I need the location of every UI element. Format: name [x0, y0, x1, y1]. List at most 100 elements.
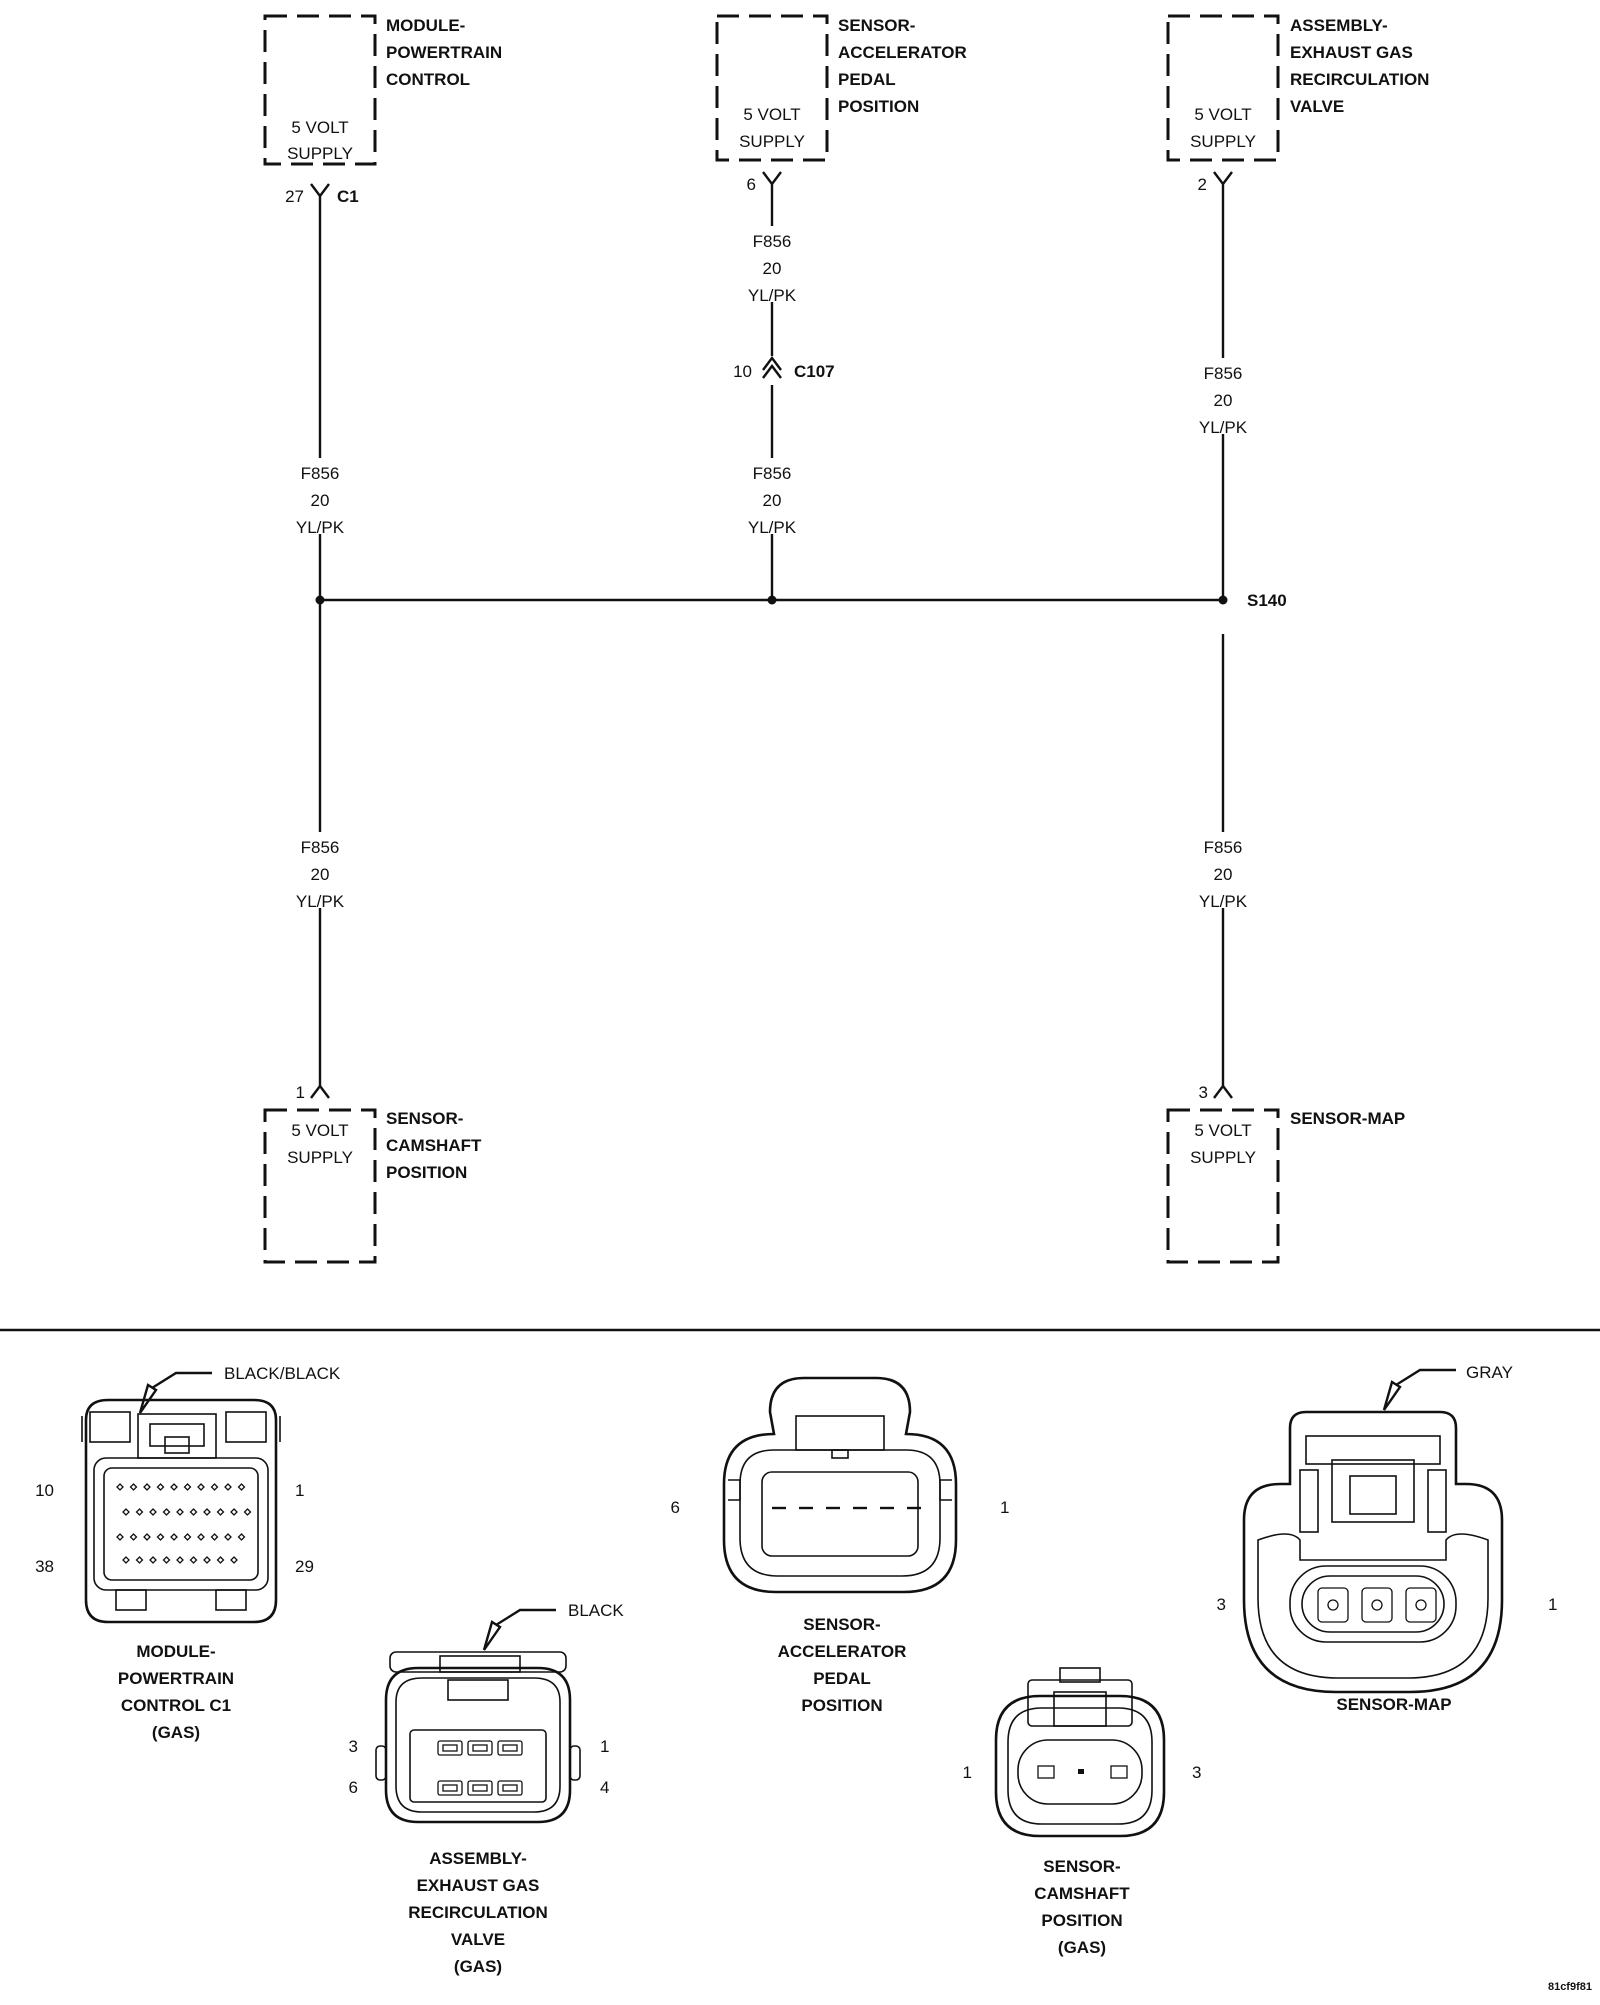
splice-dot	[1218, 595, 1228, 605]
wire-gauge: 20	[1214, 391, 1233, 410]
map-pin-label: 1	[1548, 1595, 1557, 1614]
wire-label: F856 20 YL/PK	[1199, 364, 1248, 437]
cmp-latch	[1027, 1679, 1133, 1727]
map-cavity-inner	[1301, 1575, 1445, 1633]
cmp-pin-label: 1	[963, 1763, 972, 1782]
map-pin-number: 3	[1199, 1083, 1208, 1102]
map-cavity	[1289, 1565, 1457, 1643]
pcm-connector-name: C1	[337, 187, 359, 206]
egr-pin-label: 4	[600, 1778, 609, 1797]
egr-pin-grid	[437, 1740, 523, 1796]
component-pcm: MODULE- POWERTRAIN CONTROL 5 VOLT SUPPLY…	[263, 14, 502, 206]
app-name-line: SENSOR-	[838, 16, 915, 35]
pcm-pin-grid	[116, 1483, 252, 1564]
component-egr: ASSEMBLY- EXHAUST GAS RECIRCULATION VALV…	[1166, 14, 1429, 194]
cmp-caption-line: POSITION	[1041, 1911, 1122, 1930]
pcm-housing-color: BLACK/BLACK	[224, 1364, 341, 1383]
pcm-caption-line: CONTROL C1	[121, 1696, 231, 1715]
app-name-line: ACCELERATOR	[838, 43, 967, 62]
cmp-name-line: SENSOR-	[386, 1109, 463, 1128]
pcm-pin-cavity	[129, 1483, 138, 1491]
egr-latch-body	[447, 1679, 509, 1701]
map-pin-label: 3	[1217, 1595, 1226, 1614]
pcm-pin-cavity	[170, 1533, 178, 1541]
pcm-pin-cavity	[122, 1556, 130, 1564]
egr-caption-line: EXHAUST GAS	[417, 1876, 540, 1895]
map-color-arrow-icon	[1382, 1380, 1402, 1411]
egr-name-line: ASSEMBLY-	[1290, 16, 1388, 35]
pcm-pin-cavity	[116, 1533, 124, 1541]
pcm-pin-label: 1	[295, 1481, 304, 1500]
pcm-pin-cavity	[230, 1556, 238, 1564]
wire-gauge: 20	[311, 865, 330, 884]
wire-color: YL/PK	[748, 286, 797, 305]
pcm-pin-cavity	[170, 1483, 178, 1491]
pcm-pin-cavity	[216, 1556, 225, 1564]
pcm-pin-cavity	[237, 1533, 246, 1541]
pcm-color-leader	[151, 1371, 212, 1390]
cmp-supply-line: SUPPLY	[287, 1148, 353, 1167]
app-female-terminal-icon	[762, 171, 782, 192]
egr-pin-cavity	[502, 1784, 518, 1792]
pcm-pin-cavity	[176, 1556, 184, 1564]
app-caption-line: SENSOR-	[803, 1615, 880, 1634]
egr-color-arrow-icon	[482, 1620, 502, 1651]
app-housing-inner	[739, 1449, 941, 1577]
wire-color: YL/PK	[296, 518, 345, 537]
map-caption-line: SENSOR-MAP	[1336, 1695, 1451, 1714]
app-latch-tab	[831, 1449, 849, 1459]
cmp-housing-inner	[1007, 1707, 1153, 1825]
map-latch	[1331, 1459, 1415, 1523]
app-pin-label: 6	[671, 1498, 680, 1517]
wire-label: F856 20 YL/PK	[1199, 838, 1248, 911]
egr-pin-cavity	[472, 1784, 488, 1792]
pcm-pin-cavity	[156, 1533, 165, 1541]
cmp-pin-cavity	[1037, 1765, 1055, 1779]
egr-color-leader	[495, 1608, 556, 1627]
app-name-line: PEDAL	[838, 70, 896, 89]
egr-pin-label: 3	[349, 1737, 358, 1756]
pcm-face-inner	[103, 1467, 259, 1581]
component-map: 3 SENSOR-MAP 5 VOLT SUPPLY	[1166, 1083, 1405, 1264]
app-box	[715, 14, 829, 162]
egr-female-terminal-icon	[1213, 171, 1233, 192]
app-supply-line: SUPPLY	[739, 132, 805, 151]
map-guide-left	[1299, 1469, 1319, 1533]
wire-label: F856 20 YL/PK	[296, 838, 345, 911]
cmp-pin-cavity	[1078, 1769, 1084, 1774]
wire-label: F856 20 YL/PK	[296, 464, 345, 537]
connector-view-cmp: 1 3 SENSOR- CAMSHAFT POSITION (GAS)	[963, 1667, 1201, 1957]
egr-box	[1166, 14, 1280, 162]
egr-supply-line: 5 VOLT	[1194, 105, 1251, 124]
c107-connector-icon	[762, 356, 782, 379]
pcm-latch	[137, 1413, 217, 1459]
pcm-pin-cavity	[224, 1483, 232, 1491]
map-supply-line: SUPPLY	[1190, 1148, 1256, 1167]
wire-gauge: 20	[1214, 865, 1233, 884]
wire-gauge: 20	[763, 491, 782, 510]
pcm-caption-line: (GAS)	[152, 1723, 200, 1742]
pcm-face	[93, 1457, 269, 1591]
app-caption-line: PEDAL	[813, 1669, 871, 1688]
cmp-supply-line: 5 VOLT	[291, 1121, 348, 1140]
pcm-pin-cavity	[176, 1508, 184, 1516]
pcm-female-terminal-icon	[310, 183, 330, 205]
map-pin-cavity	[1371, 1599, 1383, 1611]
pcm-lock-left	[89, 1411, 131, 1443]
map-latch-bar	[1305, 1435, 1441, 1465]
wire-color: YL/PK	[1199, 892, 1248, 911]
wire-labels: F856 20 YL/PK F856 20 YL/PK F856 20 YL/P…	[296, 232, 1248, 911]
egr-pin-cavity	[472, 1744, 488, 1752]
cmp-pin-number: 1	[296, 1083, 305, 1102]
egr-name-line: VALVE	[1290, 97, 1344, 116]
egr-rib-right	[569, 1745, 581, 1781]
map-guide-right	[1427, 1469, 1447, 1533]
pcm-pin-cavity	[197, 1483, 205, 1491]
app-latch	[795, 1415, 885, 1451]
pcm-pin-cavity	[243, 1508, 252, 1516]
map-male-terminal-icon	[1213, 1084, 1233, 1099]
pcm-supply-line: 5 VOLT	[291, 118, 348, 137]
pcm-name-line: CONTROL	[386, 70, 470, 89]
cmp-name-line: CAMSHAFT	[386, 1136, 482, 1155]
